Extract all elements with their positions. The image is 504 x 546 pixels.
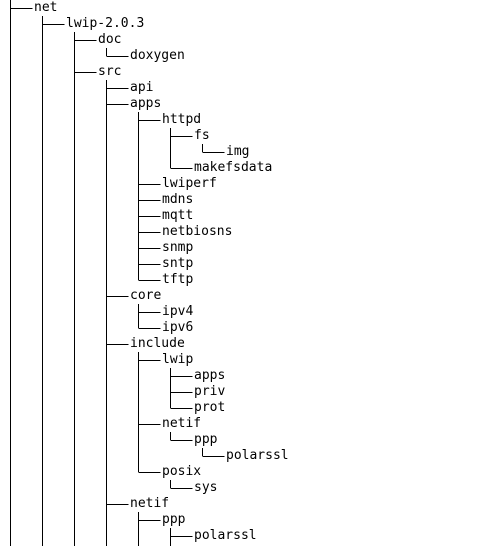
tree-node-netif[interactable]: netif — [162, 416, 202, 431]
tree-node-polarssl[interactable]: polarssl — [226, 448, 289, 463]
tree-node-posix[interactable]: posix — [162, 464, 202, 479]
tree-node-src[interactable]: src — [98, 64, 122, 79]
tree-node-ipv4[interactable]: ipv4 — [162, 304, 194, 319]
tree-node-netif[interactable]: netif — [130, 496, 170, 511]
tree-node-makefsdata[interactable]: makefsdata — [194, 160, 273, 175]
tree-node-httpd[interactable]: httpd — [162, 112, 202, 127]
tree-node-net[interactable]: net — [34, 0, 58, 15]
tree-node-api[interactable]: api — [130, 80, 154, 95]
tree-node-tftp[interactable]: tftp — [162, 272, 194, 287]
tree-node-lwiperf[interactable]: lwiperf — [162, 176, 217, 191]
tree-node-prot[interactable]: prot — [194, 400, 226, 415]
tree-node-apps[interactable]: apps — [194, 368, 226, 383]
tree-node-sys[interactable]: sys — [194, 480, 218, 495]
tree-node-apps[interactable]: apps — [130, 96, 162, 111]
tree-node-doc[interactable]: doc — [98, 32, 122, 47]
tree-node-mdns[interactable]: mdns — [162, 192, 194, 207]
tree-node-sntp[interactable]: sntp — [162, 256, 194, 271]
tree-node-mqtt[interactable]: mqtt — [162, 208, 194, 223]
tree-node-img[interactable]: img — [226, 144, 250, 159]
tree-node-snmp[interactable]: snmp — [162, 240, 194, 255]
tree-node-ipv6[interactable]: ipv6 — [162, 320, 194, 335]
tree-node-priv[interactable]: priv — [194, 384, 226, 399]
tree-node-ppp[interactable]: ppp — [194, 432, 218, 447]
tree-node-ppp[interactable]: ppp — [162, 512, 186, 527]
tree-node-doxygen[interactable]: doxygen — [130, 48, 185, 63]
tree-node-polarssl[interactable]: polarssl — [194, 528, 257, 543]
tree-node-fs[interactable]: fs — [194, 128, 210, 143]
tree-node-include[interactable]: include — [130, 336, 185, 351]
tree-node-netbiosns[interactable]: netbiosns — [162, 224, 233, 239]
tree-node-core[interactable]: core — [130, 288, 162, 303]
tree-node-lwip[interactable]: lwip — [162, 352, 194, 367]
tree-node-lwip-2-0-3[interactable]: lwip-2.0.3 — [66, 16, 145, 31]
